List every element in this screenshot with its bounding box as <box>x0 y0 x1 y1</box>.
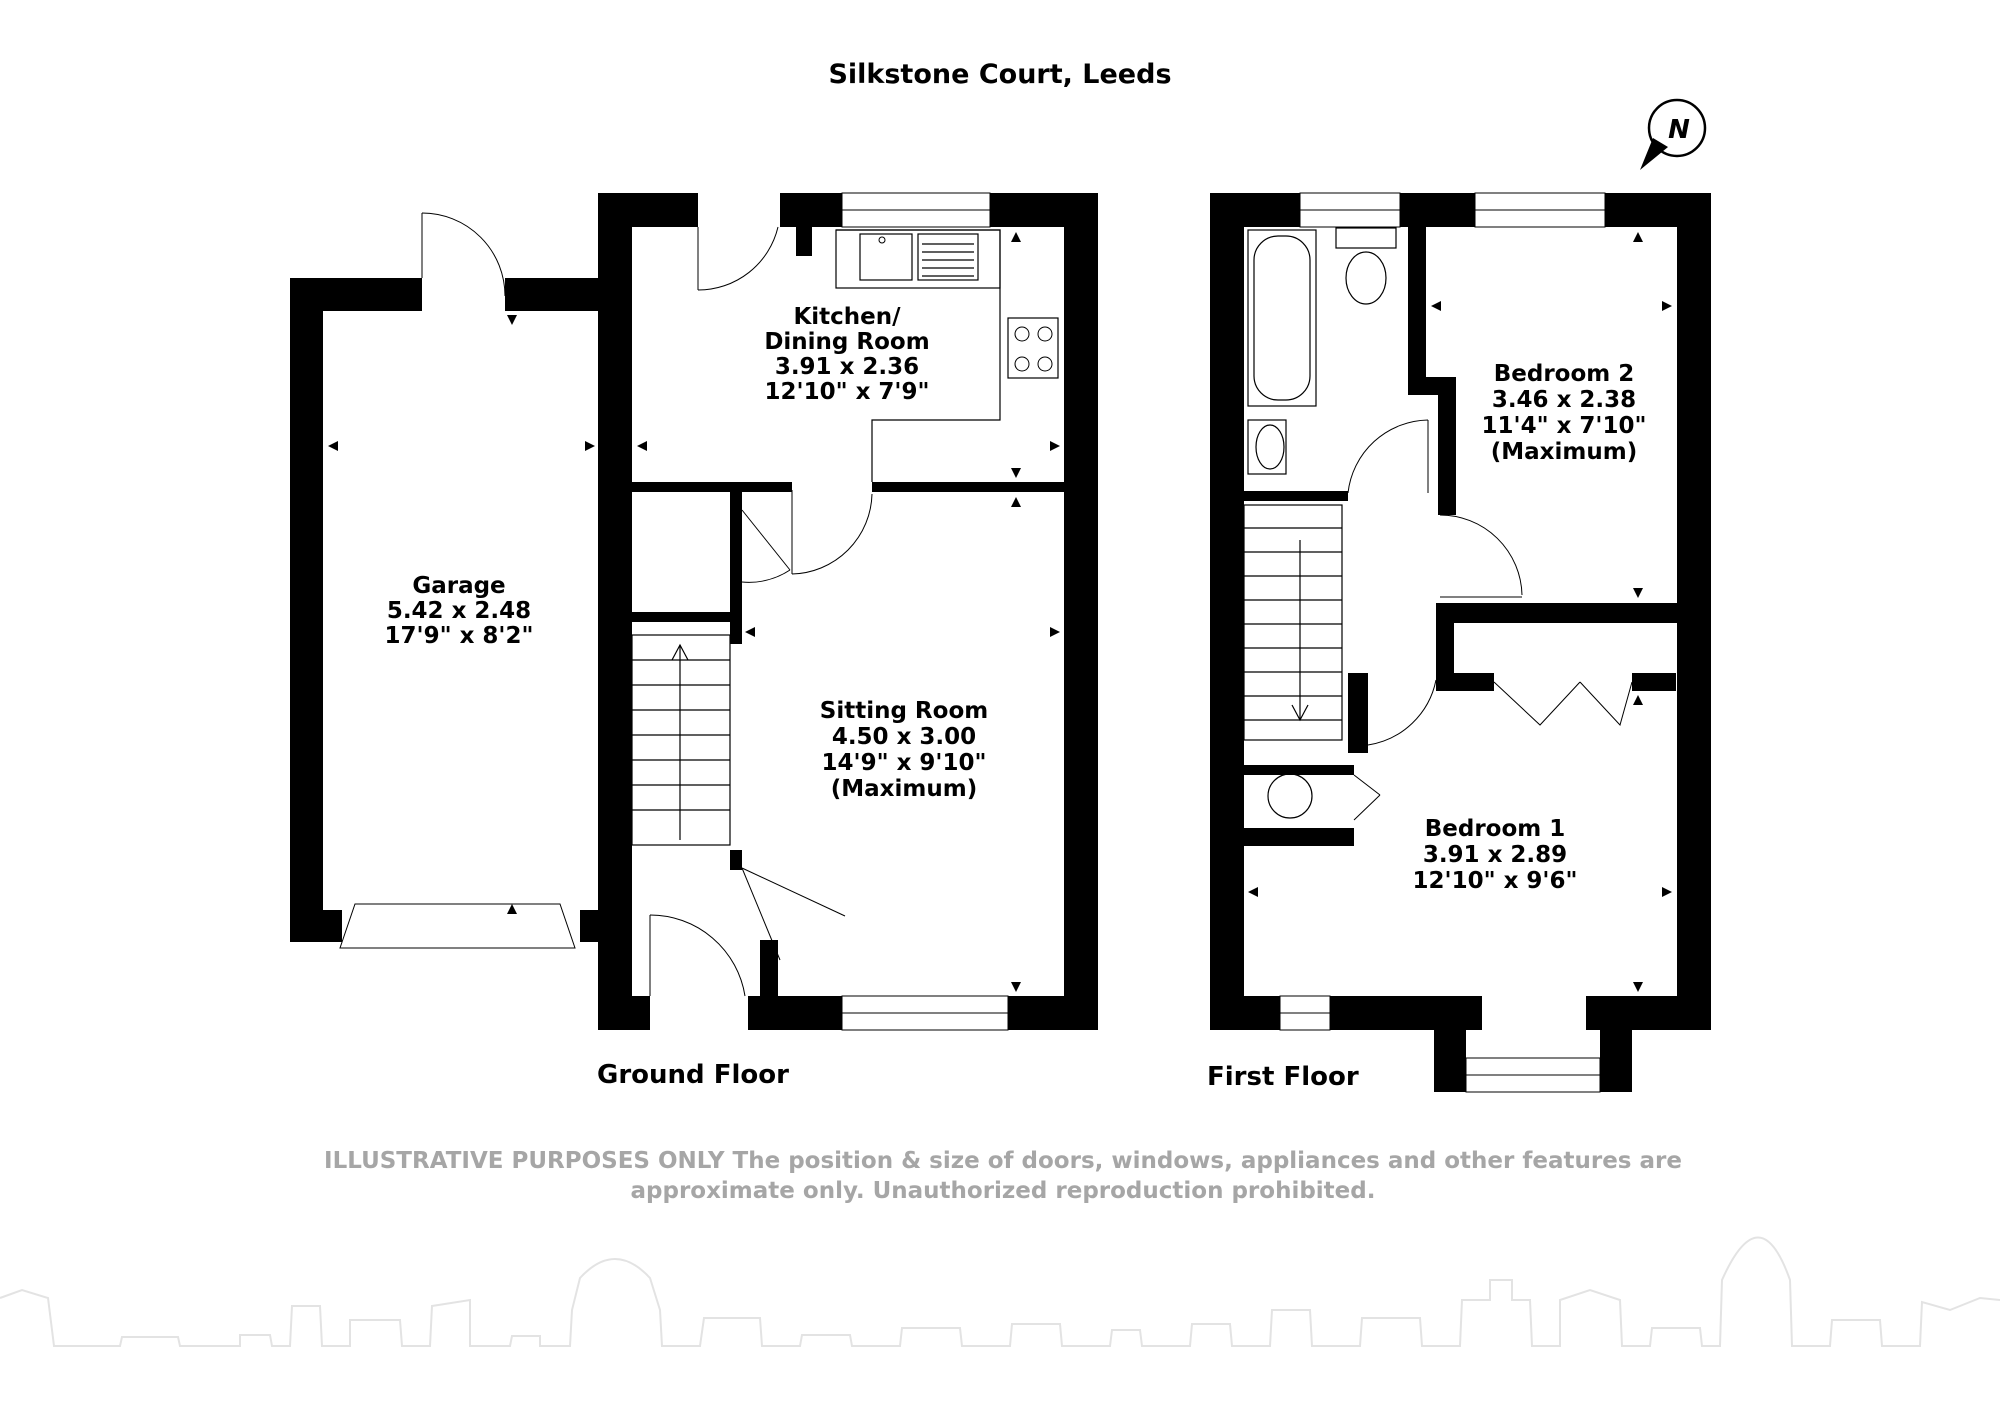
svg-text:3.91 x 2.89: 3.91 x 2.89 <box>1423 842 1567 868</box>
first-floor-stairs <box>1243 504 1343 741</box>
garage-door <box>339 903 576 949</box>
svg-text:12'10" x 7'9": 12'10" x 7'9" <box>765 379 930 405</box>
bedroom2-label: Bedroom 2 3.46 x 2.38 11'4" x 7'10" (Max… <box>1482 361 1647 465</box>
skyline-watermark <box>0 1236 2000 1347</box>
svg-text:Bedroom 2: Bedroom 2 <box>1494 361 1635 387</box>
ground-stairs <box>631 634 731 846</box>
cylinder-icon <box>1267 773 1313 819</box>
svg-text:17'9" x 8'2": 17'9" x 8'2" <box>385 623 534 649</box>
svg-text:12'10" x 9'6": 12'10" x 9'6" <box>1413 868 1578 894</box>
kitchen-label: Kitchen/ Dining Room 3.91 x 2.36 12'10" … <box>764 304 929 405</box>
dimension-markers-ground <box>328 232 1060 992</box>
svg-text:4.50 x 3.00: 4.50 x 3.00 <box>832 724 976 750</box>
first-floor-label: First Floor <box>1207 1062 1359 1092</box>
page-title: Silkstone Court, Leeds <box>828 59 1171 90</box>
dimension-markers-first <box>1248 232 1672 992</box>
toilet-icon <box>1335 227 1397 305</box>
svg-text:Sitting Room: Sitting Room <box>820 698 988 724</box>
garage-walls <box>290 278 620 942</box>
svg-text:(Maximum): (Maximum) <box>1491 439 1637 465</box>
svg-text:ILLUSTRATIVE PURPOSES ONLY Th: ILLUSTRATIVE PURPOSES ONLY The position … <box>324 1148 1682 1174</box>
ground-floor-label: Ground Floor <box>597 1060 789 1090</box>
svg-text:Dining Room: Dining Room <box>764 329 929 355</box>
svg-text:Kitchen/: Kitchen/ <box>793 304 901 330</box>
svg-text:3.91 x 2.36: 3.91 x 2.36 <box>775 354 919 380</box>
north-arrow-icon: N <box>1640 98 1707 170</box>
svg-text:5.42 x 2.48: 5.42 x 2.48 <box>387 598 531 624</box>
svg-text:11'4" x 7'10": 11'4" x 7'10" <box>1482 413 1647 439</box>
garage-label: Garage 5.42 x 2.48 17'9" x 8'2" <box>385 573 534 649</box>
sitting-room-label: Sitting Room 4.50 x 3.00 14'9" x 9'10" (… <box>820 698 988 802</box>
bedroom1-label: Bedroom 1 3.91 x 2.89 12'10" x 9'6" <box>1413 816 1578 894</box>
svg-text:approximate only. Unauthorized: approximate only. Unauthorized reproduct… <box>631 1178 1376 1204</box>
disclaimer: ILLUSTRATIVE PURPOSES ONLY The position … <box>324 1148 1682 1204</box>
hob-icon <box>1007 317 1059 379</box>
svg-text:(Maximum): (Maximum) <box>831 776 977 802</box>
basin-icon <box>1247 419 1287 475</box>
svg-text:N: N <box>1668 115 1690 145</box>
ground-floor-walls <box>598 193 1098 1030</box>
svg-text:Garage: Garage <box>412 573 505 599</box>
svg-text:14'9" x 9'10": 14'9" x 9'10" <box>822 750 987 776</box>
ground-floor-plan: Garage 5.42 x 2.48 17'9" x 8'2" Kitchen/… <box>290 192 1098 1090</box>
bath-icon <box>1247 229 1317 407</box>
svg-text:Bedroom 1: Bedroom 1 <box>1425 816 1566 842</box>
first-floor-walls <box>1210 193 1711 1092</box>
first-floor-plan: Bedroom 2 3.46 x 2.38 11'4" x 7'10" (Max… <box>1207 192 1711 1093</box>
svg-text:3.46 x 2.38: 3.46 x 2.38 <box>1492 387 1636 413</box>
